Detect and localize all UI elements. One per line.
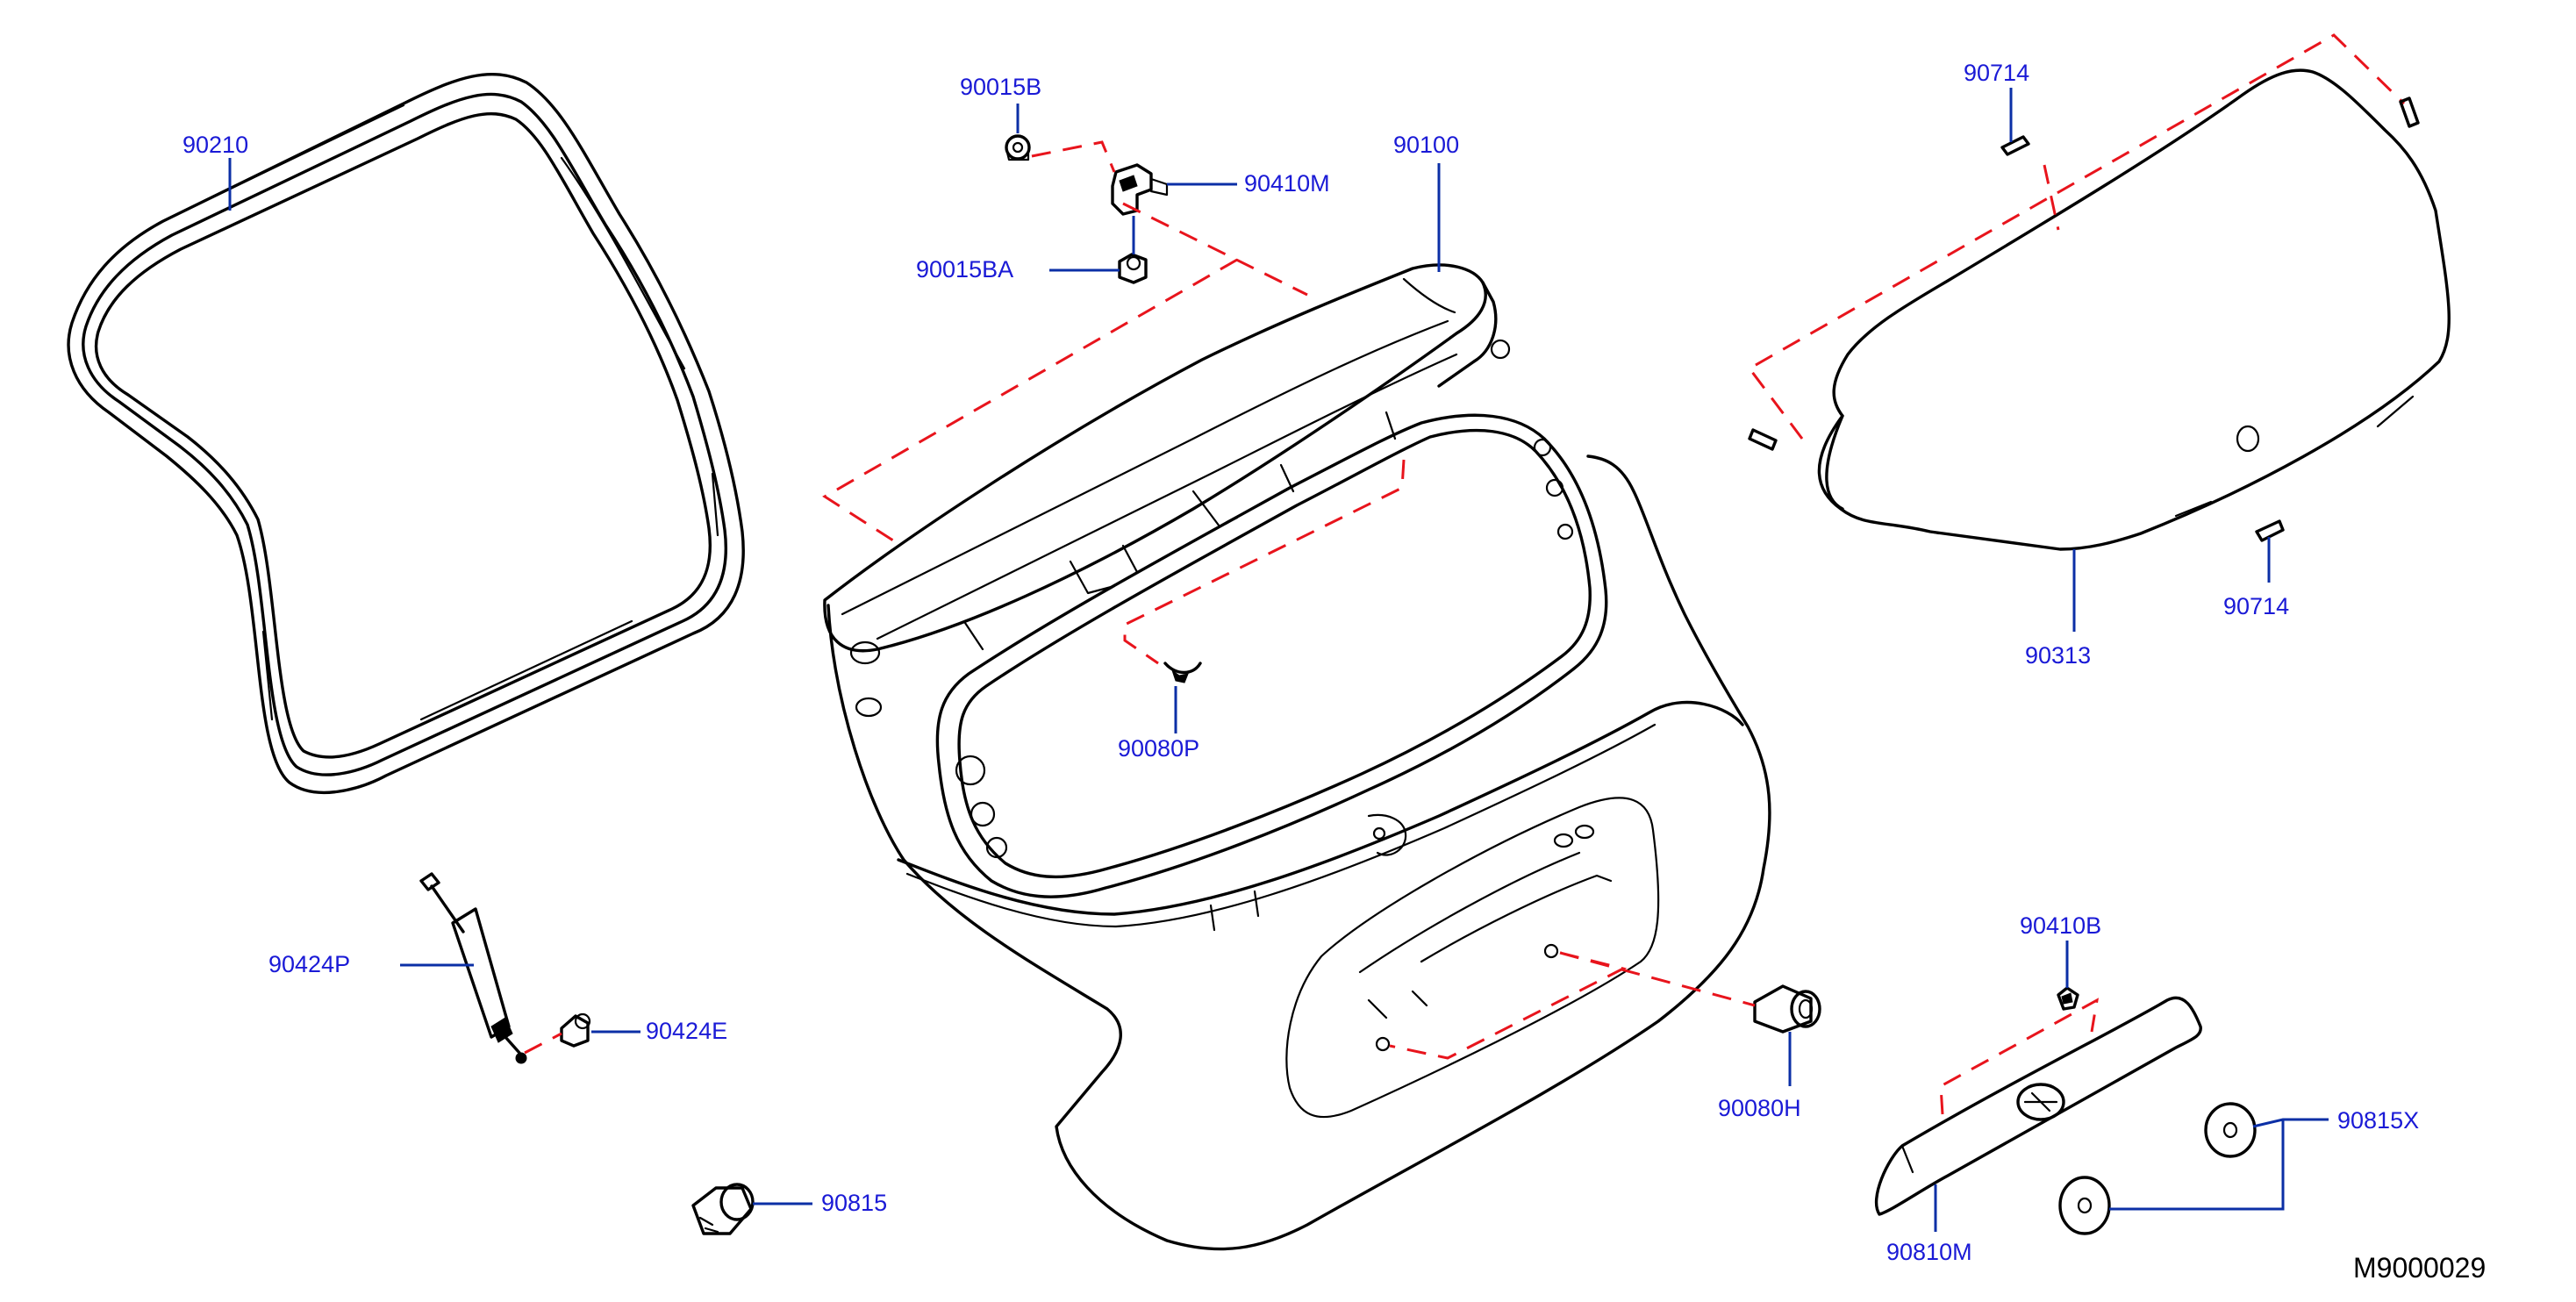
bumper-rubber-assembly-dash bbox=[1389, 951, 1756, 1060]
diagram-id: M9000029 bbox=[2353, 1252, 2486, 1284]
finisher-clip-part bbox=[2057, 986, 2079, 1011]
back-door-glass-part bbox=[1817, 68, 2451, 551]
bumper-hole-lower bbox=[1375, 1036, 1391, 1052]
hinge-assembly-dash bbox=[822, 140, 1308, 542]
callout-bumper-lower: 90815 bbox=[821, 1190, 887, 1216]
stopper-part bbox=[2058, 1102, 2257, 1235]
callout-finisher: 90810M bbox=[1886, 1239, 1972, 1265]
back-door-panel-part bbox=[823, 263, 1771, 1251]
callout-stay-bracket: 90424E bbox=[646, 1018, 727, 1044]
spacer-glass-lower-part bbox=[2255, 519, 2285, 542]
hinge-part bbox=[1111, 163, 1169, 216]
stay-part bbox=[419, 872, 527, 1064]
callout-bumper-rubber: 90080H bbox=[1718, 1095, 1801, 1121]
nut-lower-part bbox=[1118, 253, 1148, 284]
callout-back-door-panel: 90100 bbox=[1393, 132, 1459, 158]
nut-upper-part bbox=[1005, 134, 1031, 161]
callout-nut-lower: 90015BA bbox=[916, 256, 1013, 283]
callout-back-door-glass: 90313 bbox=[2025, 642, 2091, 669]
bumper-rubber-part bbox=[1753, 984, 1821, 1034]
callout-spacer-glass-lower: 90714 bbox=[2223, 593, 2289, 619]
glass-assembly-dash bbox=[1747, 33, 2406, 440]
callout-stay: 90424P bbox=[268, 951, 350, 977]
callout-hinge: 90410M bbox=[1244, 170, 1330, 197]
callout-weatherstrip: 90210 bbox=[182, 132, 248, 158]
stay-bracket-part bbox=[560, 1012, 591, 1048]
finisher-part bbox=[1874, 996, 2202, 1216]
leader-stopper bbox=[2109, 1118, 2329, 1211]
callout-clip: 90080P bbox=[1118, 735, 1199, 762]
callout-spacer-glass-upper: 90714 bbox=[1964, 60, 2029, 86]
clip-part bbox=[1163, 662, 1202, 683]
callout-finisher-clip: 90410B bbox=[2020, 912, 2101, 939]
finisher-assembly-dash bbox=[1939, 998, 2099, 1115]
weatherstrip-part bbox=[67, 72, 745, 794]
spacer-glass-upper-part bbox=[1748, 97, 2420, 451]
bumper-hole-upper bbox=[1543, 943, 1559, 959]
stay-assembly-dash bbox=[524, 1032, 562, 1055]
callout-nut-upper: 90015B bbox=[960, 74, 1041, 100]
callout-stopper: 90815X bbox=[2337, 1107, 2419, 1134]
bumper-lower-part bbox=[691, 1183, 755, 1235]
clip-assembly-dash bbox=[1123, 459, 1406, 665]
